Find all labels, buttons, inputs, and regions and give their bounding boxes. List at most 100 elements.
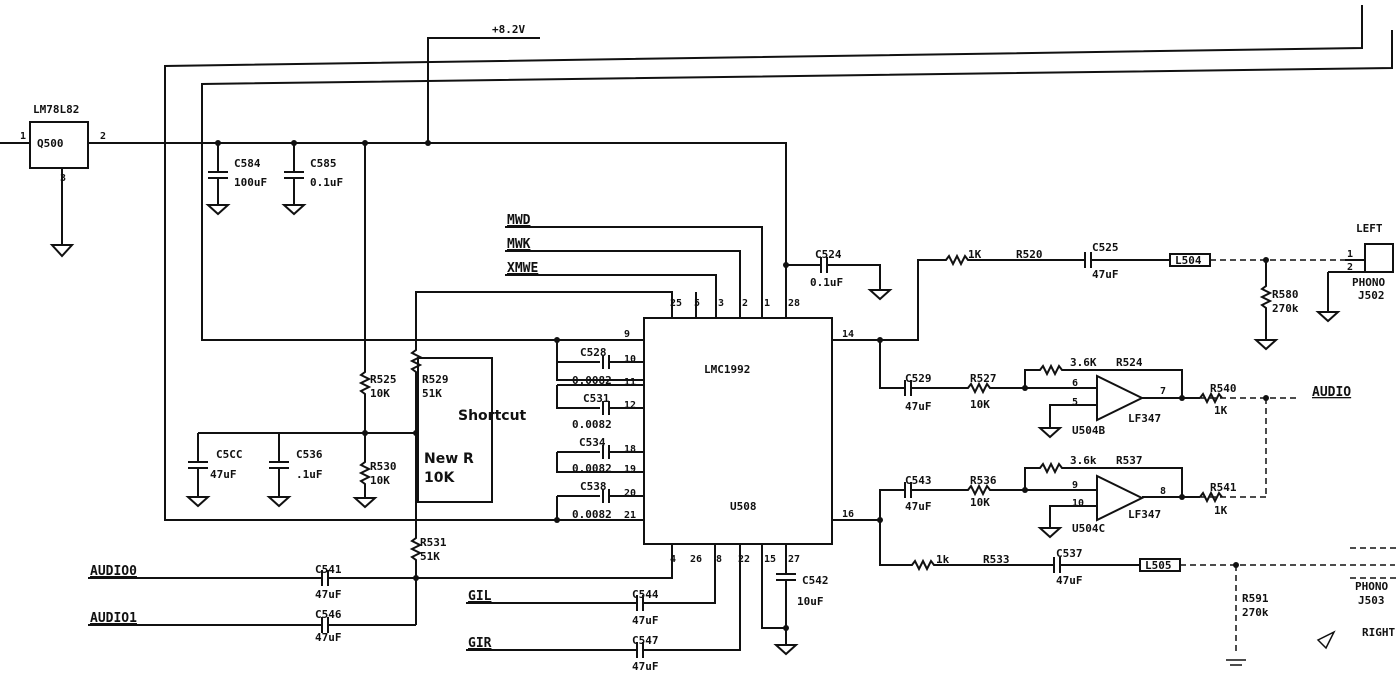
- ic-lmc1992: LMC1992 U508 25 5 3 2 1 28 9 10 11 12 18…: [557, 298, 880, 656]
- r536-ref: R536: [970, 474, 997, 487]
- annotation-new-r: New R: [424, 451, 474, 467]
- cap-c585: C585 0.1uF: [281, 143, 343, 216]
- c542-value: 10uF: [797, 595, 824, 608]
- resistor-r529-r531: R529 51K R531 51K: [409, 291, 673, 625]
- input-nets: AUDIO0 AUDIO1 C541 47uF C546 47uF GIL GI…: [88, 545, 741, 673]
- ic-pin-top-3: 3: [718, 298, 724, 309]
- regulator-ref: Q500: [37, 137, 64, 150]
- ic-pin-left-2: 10: [624, 354, 636, 365]
- jack-left-type: PHONO: [1352, 276, 1385, 289]
- r580-value: 270k: [1272, 302, 1299, 315]
- ic-pin-right-2: 16: [842, 509, 854, 520]
- r524-value: 3.6K: [1070, 356, 1097, 369]
- r591-value: 270k: [1242, 606, 1269, 619]
- regulator-q500: LM78L82 Q500 1 2 3: [0, 103, 787, 318]
- r533-value: 1k: [936, 553, 950, 566]
- ic-pin-top-1: 25: [670, 298, 682, 309]
- c585-ref: C585: [310, 157, 337, 170]
- c538-ref: C538: [580, 480, 607, 493]
- net-gir: GIR: [468, 636, 492, 651]
- c529-value: 47uF: [905, 400, 932, 413]
- opamp-b-pin-neg: 9: [1072, 480, 1078, 491]
- net-audio: AUDIO: [1312, 385, 1351, 400]
- net-xmwe: XMWE: [507, 261, 538, 276]
- r531-value: 51K: [420, 550, 440, 563]
- filter-caps: C528 0.0082 C531 0.0082 C534 0.0082 C538…: [556, 340, 644, 521]
- ic-pin-bottom-2: 26: [690, 554, 702, 565]
- c543-ref: C543: [905, 474, 932, 487]
- c542-ref: C542: [802, 574, 829, 587]
- jack-left-pin2: 2: [1347, 262, 1353, 273]
- supply-rail-label: +8.2V: [492, 23, 525, 36]
- left-output: 1K R520 C525 47uF L504 R580 270k: [880, 241, 1345, 351]
- c585-value: 0.1uF: [310, 176, 343, 189]
- junction-dots: [215, 140, 1269, 631]
- ic-ref: U508: [730, 500, 757, 513]
- r541-value: 1K: [1214, 504, 1228, 517]
- c524-ref: C524: [815, 248, 842, 261]
- r525-ref: R525: [370, 373, 397, 386]
- r536-value: 10K: [970, 496, 990, 509]
- cap-c524: C524 0.1uF: [786, 248, 893, 301]
- c537-ref: C537: [1056, 547, 1083, 560]
- cap-c584: C584 100uF: [205, 143, 267, 216]
- ic-pin-bottom-1: 4: [670, 554, 676, 565]
- ic-pin-top-2: 5: [694, 298, 700, 309]
- ic-pin-left-4: 12: [624, 400, 636, 411]
- ic-pin-left-3: 11: [624, 377, 636, 388]
- ic-pin-top-5: 1: [764, 298, 770, 309]
- jack-right-title: RIGHT: [1362, 626, 1395, 639]
- c536-ref: C536: [296, 448, 323, 461]
- c544-value: 47uF: [632, 614, 659, 627]
- c525-value: 47uF: [1092, 268, 1119, 281]
- c543-value: 47uF: [905, 500, 932, 513]
- annotation-shortcut: Shortcut: [458, 408, 527, 424]
- r524-ref: R524: [1116, 356, 1143, 369]
- net-audio0: AUDIO0: [90, 564, 137, 579]
- jack-left-ref: J502: [1358, 289, 1385, 302]
- r580-ref: R580: [1272, 288, 1299, 301]
- r537-ref: R537: [1116, 454, 1143, 467]
- ic-pin-left-5: 18: [624, 444, 636, 455]
- c524-value: 0.1uF: [810, 276, 843, 289]
- ic-part: LMC1992: [704, 363, 750, 376]
- r537-value: 3.6k: [1070, 454, 1097, 467]
- c541-value: 47uF: [315, 588, 342, 601]
- annotation-new-r-value: 10K: [424, 470, 455, 486]
- resistor-r530: R530 10K: [352, 433, 397, 509]
- c529-ref: C529: [905, 372, 932, 385]
- opamp-b-pin-out: 8: [1160, 486, 1166, 497]
- c536-value: .1uF: [296, 468, 323, 481]
- regulator-pin-out: 2: [100, 131, 106, 142]
- c547-ref: C547: [632, 634, 659, 647]
- opamp-b-part: LF347: [1128, 508, 1161, 521]
- net-gil: GIL: [468, 589, 492, 604]
- net-mwd: MWD: [507, 213, 531, 228]
- r540-ref: R540: [1210, 382, 1237, 395]
- r525-value: 10K: [370, 387, 390, 400]
- r520-value: 1K: [968, 248, 982, 261]
- control-nets: MWD MWK XMWE: [505, 213, 763, 318]
- l505-ref: L505: [1145, 559, 1172, 572]
- jack-left-pin1: 1: [1347, 249, 1353, 260]
- c531-value: 0.0082: [572, 418, 612, 431]
- jack-right-type: PHONO: [1355, 580, 1388, 593]
- c584-value: 100uF: [234, 176, 267, 189]
- ic-pin-top-6: 28: [788, 298, 800, 309]
- c531-ref: C531: [583, 392, 610, 405]
- c534-ref: C534: [579, 436, 606, 449]
- regulator-pin-in: 1: [20, 131, 26, 142]
- r527-value: 10K: [970, 398, 990, 411]
- c528-value: 0.0082: [572, 374, 612, 387]
- ic-pin-left-8: 21: [624, 510, 636, 521]
- ic-pin-right-1: 14: [842, 329, 854, 340]
- regulator-part: LM78L82: [33, 103, 79, 116]
- c546-value: 47uF: [315, 631, 342, 644]
- opamp-a-pin-neg: 6: [1072, 378, 1078, 389]
- ic-pin-bottom-4: 22: [738, 554, 750, 565]
- c546-ref: C546: [315, 608, 342, 621]
- resistor-r525: R525 10K: [358, 143, 397, 433]
- ic-pin-bottom-6: 27: [788, 554, 800, 565]
- c544-ref: C544: [632, 588, 659, 601]
- opamp-b-ref: U504C: [1072, 522, 1105, 535]
